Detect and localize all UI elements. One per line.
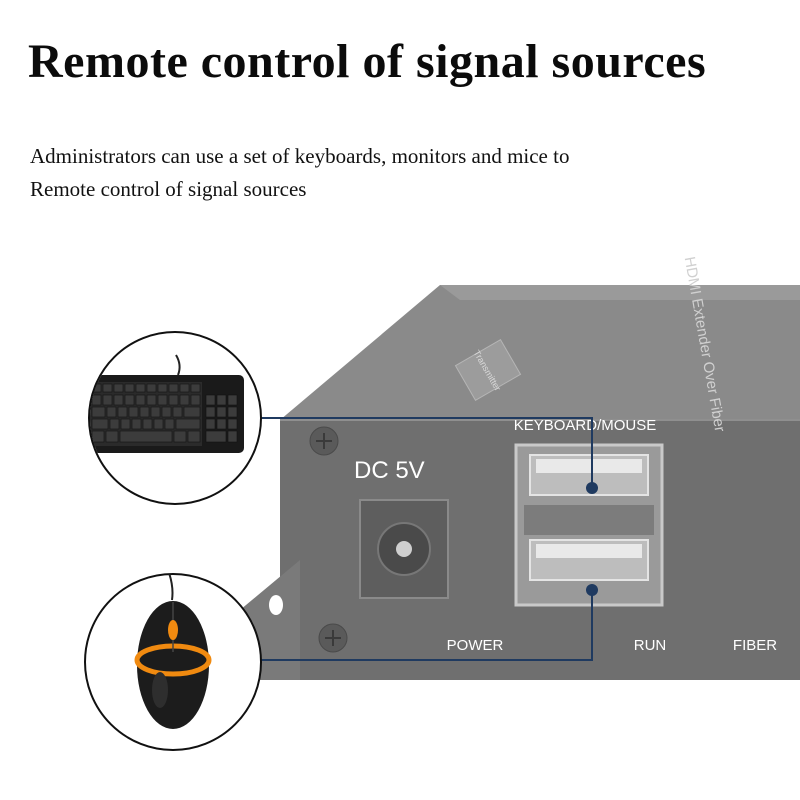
subtitle-line-2: Remote control of signal sources [30, 177, 307, 201]
power-input-label: DC 5V [354, 457, 425, 484]
extender-device: Transmitter HDMI Extender Over Fiber DC … [240, 255, 800, 680]
keyboard-connector-line [258, 417, 593, 488]
keyboard-icon [90, 354, 244, 453]
usb-ports-label: KEYBOARD/MOUSE [514, 417, 657, 434]
usb-lower-marker [586, 584, 598, 596]
mouse-icon [134, 574, 212, 729]
led-label-run: RUN [634, 637, 667, 654]
dc-power-jack [359, 499, 449, 599]
mouse-callout [84, 573, 262, 751]
brand-sticker [454, 338, 522, 402]
device-top-panel [280, 285, 800, 420]
subtitle-line-1: Administrators can use a set of keyboard… [30, 144, 570, 168]
page-title: Remote control of signal sources [28, 35, 707, 88]
led-label-fiber: FIBER [733, 637, 777, 654]
scroll-wheel [168, 620, 178, 640]
usb-upper-marker [586, 482, 598, 494]
page-subtitle: Administrators can use a set of keyboard… [30, 140, 790, 206]
led-label-power: POWER [447, 637, 504, 654]
connector-lines [258, 417, 593, 661]
keyboard-callout [88, 331, 262, 505]
mouse-connector-line [258, 590, 593, 661]
bracket-slot [269, 595, 283, 615]
